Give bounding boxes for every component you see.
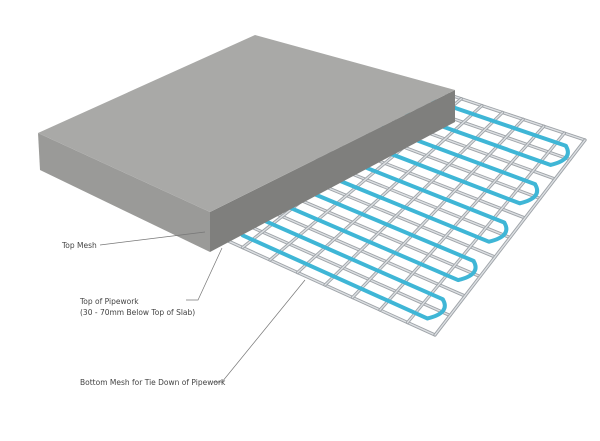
- slab-right-face: [210, 90, 455, 252]
- pipe-run: [240, 233, 430, 321]
- leader-top-pipework: [186, 247, 223, 301]
- pipe-run: [260, 217, 445, 302]
- pipe-loop: [426, 298, 447, 321]
- mesh-bar-highlight: [351, 118, 524, 299]
- mesh-bar-highlight: [406, 132, 566, 324]
- pipe-run: [280, 202, 461, 283]
- pipe-loop: [549, 144, 570, 167]
- mesh-bar-highlight: [296, 104, 483, 274]
- leader-bottom-mesh: [213, 279, 306, 383]
- concrete-slab: [38, 35, 455, 252]
- pipe-loop: [519, 183, 540, 206]
- pipe-loop: [457, 259, 478, 282]
- label-top-mesh: Top Mesh: [62, 241, 97, 250]
- mesh-bar-highlight: [379, 125, 545, 311]
- leader-lines: [99, 231, 306, 383]
- pipe-run: [300, 187, 476, 263]
- label-bottom-mesh: Bottom Mesh for Tie Down of Pipework: [80, 378, 226, 387]
- leader-top-mesh: [99, 231, 206, 246]
- slab-top-face: [38, 35, 455, 212]
- mesh-bar-highlight: [324, 111, 504, 286]
- label-top-pipework-depth: (30 - 70mm Below Top of Slab): [80, 308, 196, 317]
- pipe-run: [340, 156, 507, 225]
- label-top-pipework: Top of Pipework: [80, 297, 139, 306]
- pipe-loop: [488, 221, 509, 244]
- mesh-bar-highlight: [434, 139, 586, 336]
- slab-left-face: [38, 133, 210, 252]
- pipe-run: [320, 171, 491, 244]
